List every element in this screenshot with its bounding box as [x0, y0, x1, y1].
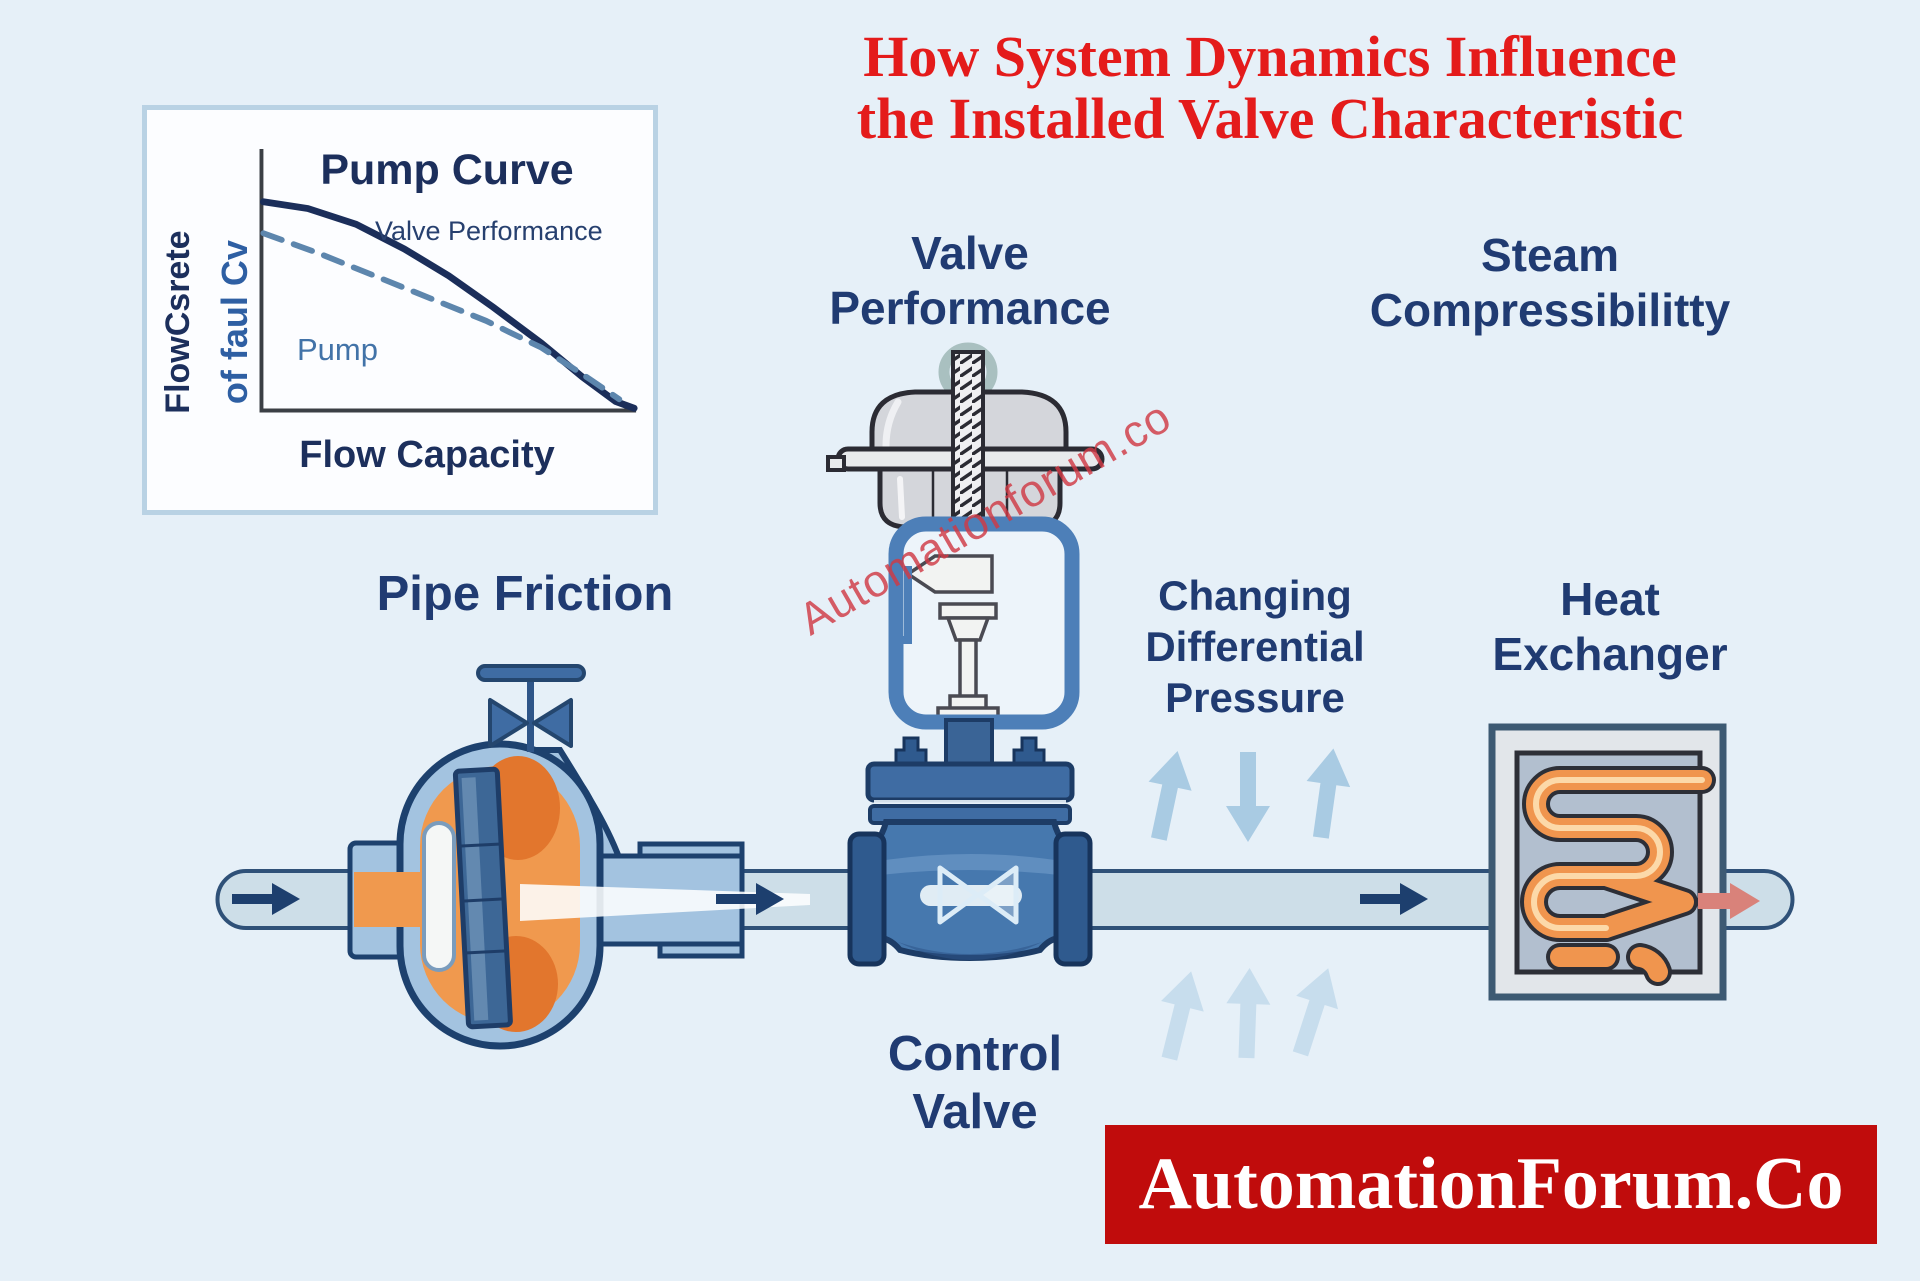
flow-arrows — [232, 883, 1428, 915]
pressure-arrows — [1148, 748, 1351, 1061]
solid-curve-label: Valve Performance — [375, 216, 603, 246]
coil — [1520, 766, 1716, 986]
label-changing-differential-pressure: Changing Differential Pressure — [1145, 572, 1365, 722]
label-heat-exchanger: Heat Exchanger — [1492, 573, 1728, 681]
pressure-arrow-icon — [1292, 968, 1339, 1057]
dashed-curve-label: Pump — [297, 332, 378, 367]
page-title: How System Dynamics Influence the Instal… — [856, 24, 1684, 152]
hand-valve-icon — [476, 664, 586, 752]
heat-exchanger-icon — [1488, 723, 1760, 1001]
flow-arrow-icon — [232, 883, 300, 915]
pump-curve-dashed — [260, 230, 623, 403]
pressure-arrow-icon — [1148, 751, 1192, 841]
pressure-arrow-icon — [1226, 752, 1270, 842]
flow-arrow-icon — [1360, 883, 1428, 915]
control-valve-icon — [826, 342, 1105, 967]
chart-y-axis-label: FlowCsrete of faul Cv — [141, 192, 273, 452]
pressure-arrow-icon — [1226, 968, 1271, 1059]
label-pipe-friction: Pipe Friction — [376, 567, 674, 621]
flow-arrow-icon — [716, 883, 784, 915]
pressure-arrow-icon — [1306, 748, 1351, 839]
pressure-arrow-icon — [1161, 971, 1204, 1061]
chart-axes — [259, 149, 637, 413]
valve-performance-curve — [259, 198, 638, 412]
outlet-arrow-icon — [1698, 883, 1760, 919]
label-steam-compressibility: Steam Compressibilitty — [1369, 229, 1731, 337]
label-valve-performance: Valve Performance — [829, 227, 1111, 335]
pump-curve-chart: Pump Curve Valve Performance Pump Flow C… — [142, 105, 658, 515]
chart-y-axis-label-line2: of faul Cv — [213, 240, 255, 405]
pump-curve-plot — [259, 149, 638, 413]
pump-icon — [347, 740, 810, 1050]
chart-x-axis-label: Flow Capacity — [299, 434, 555, 476]
chart-y-axis-label-line1: FlowCsrete — [158, 230, 197, 414]
brand-banner: AutomationForum.Co — [1105, 1125, 1877, 1244]
chart-title: Pump Curve — [320, 146, 574, 194]
label-control-valve: Control Valve — [887, 1027, 1063, 1139]
